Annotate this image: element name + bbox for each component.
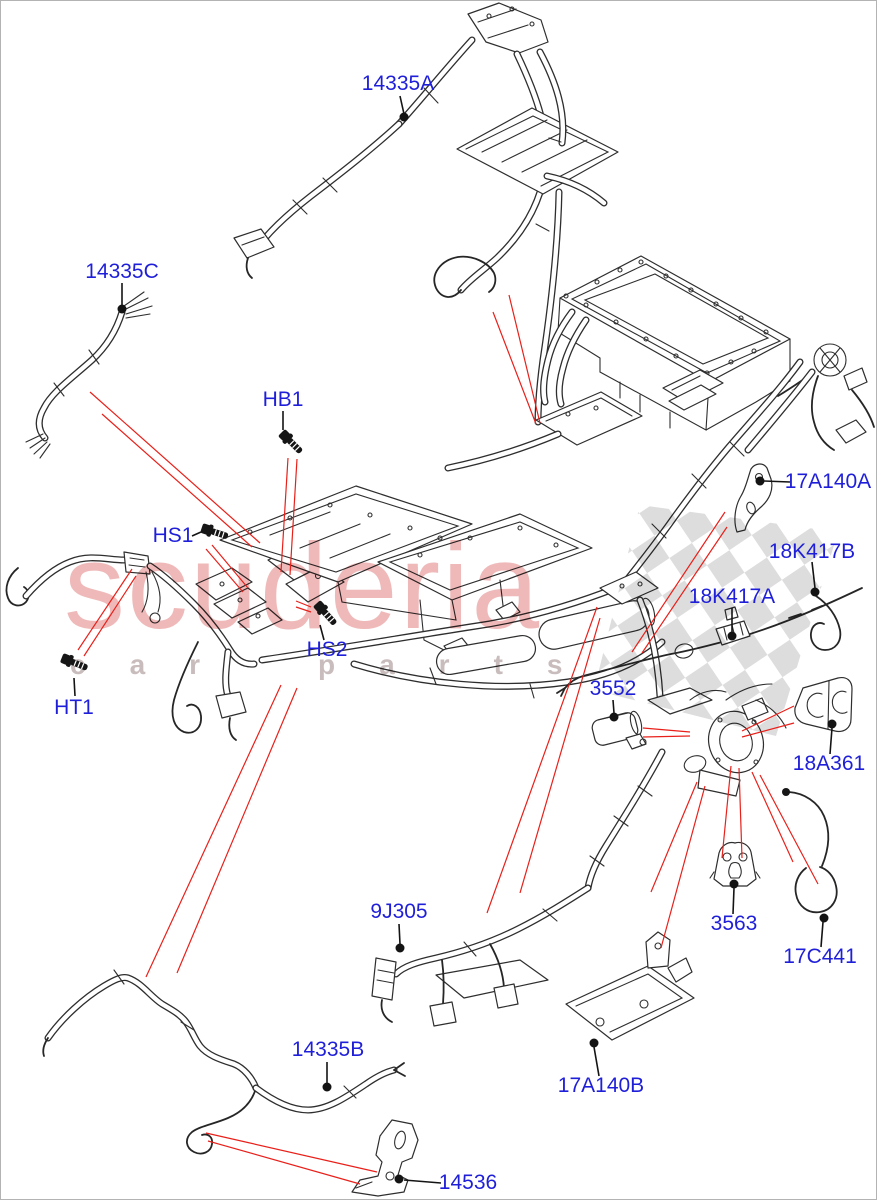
callout-line [519,617,601,894]
harness-14335a [233,2,619,426]
part-label-18K417B[interactable]: 18K417B [769,540,855,563]
callout-line [207,1140,361,1185]
callout-line [145,684,282,978]
callout-line [660,785,706,949]
callout-line [205,548,244,593]
callout-dot-3552 [609,712,619,722]
callout-line [738,767,743,859]
callout-line [492,311,537,425]
callout-line [741,722,795,738]
part-label-HS1[interactable]: HS1 [153,524,194,547]
part-label-17C441[interactable]: 17C441 [783,945,857,968]
callout-line [508,294,541,424]
harness-14335b [42,969,406,1155]
callout-line [89,391,261,544]
part-label-17A140B[interactable]: 17A140B [558,1074,644,1097]
callout-dot-17A140B [589,1038,599,1048]
watermark-tagline-word2: parts [318,649,606,680]
part-label-3552[interactable]: 3552 [590,677,637,700]
callout-line [631,511,726,653]
callout-line [211,544,249,589]
part-3563 [709,841,761,887]
callout-line [641,526,728,654]
part-3552 [591,710,647,750]
callout-line [486,606,598,914]
callout-line [759,774,819,885]
part-label-14335C[interactable]: 14335C [85,260,159,283]
callout-dot-17A140A [755,476,765,486]
watermark: scuderia car parts [64,505,838,736]
leader-line-3563 [732,887,735,915]
leader-line-14335A [399,95,405,115]
part-label-14335A[interactable]: 14335A [362,72,434,95]
callout-dot-14335B [322,1082,332,1092]
leader-line-17A140A [763,480,791,483]
callout-line [295,600,312,608]
part-label-14335B[interactable]: 14335B [292,1038,364,1061]
watermark-tagline-word1: car [70,649,244,680]
part-label-HT1[interactable]: HT1 [54,696,94,719]
wire-18k417b [810,595,842,651]
part-label-9J305[interactable]: 9J305 [370,900,427,923]
part-label-HB1[interactable]: HB1 [263,388,304,411]
leader-lines-layer [73,95,837,1184]
bolt-HB1 [276,427,306,457]
callout-dot-17C441 [819,913,829,923]
callout-dot-14335C [117,304,127,314]
callout-line [83,575,137,657]
part-18a361 [794,676,853,733]
leader-line-17C441 [820,921,824,948]
part-label-3563[interactable]: 3563 [711,912,758,935]
callout-line [77,568,133,651]
callout-dot-18A361 [827,719,837,729]
callout-line [751,771,794,863]
bracket-17a140b [565,931,695,1041]
bracket-14536 [351,1119,419,1197]
callout-line [642,735,691,738]
callout-line [295,606,312,613]
leader-line-9J305 [398,923,401,945]
leader-line-HS1 [191,531,202,537]
callout-line [642,727,691,733]
callout-line [721,765,732,859]
callout-line [289,458,298,576]
callout-line [101,413,253,548]
callout-lines-layer [77,294,819,1185]
part-label-18K417A[interactable]: 18K417A [689,585,775,608]
callout-line [741,705,795,732]
callout-line [650,781,698,893]
callout-dot-18K417B [810,587,820,597]
leader-line-18A361 [829,727,833,755]
part-label-17A140A[interactable]: 17A140A [785,470,871,493]
leader-line-HS2 [319,624,325,641]
callout-line [176,687,298,974]
part-label-14536[interactable]: 14536 [439,1171,497,1194]
part-label-18A361[interactable]: 18A361 [793,752,865,775]
callout-dot-9J305 [395,943,405,953]
battery-unit [444,255,875,590]
harness-14335c [25,291,153,459]
leader-line-18K417B [811,561,816,589]
wire-17c441 [782,788,838,914]
leader-line-3552 [612,699,615,714]
callout-dot-3563 [729,879,739,889]
checkered-flag-watermark [594,505,838,736]
harness-9j305 [371,884,592,1027]
callout-dot-18K417A [727,631,737,641]
callout-line [280,457,289,573]
leader-line-14536 [403,1179,442,1184]
leader-line-17A140B [593,1046,600,1077]
watermark-brand-text: scuderia [64,518,541,654]
callout-dot-14335A [399,112,409,122]
leader-line-HT1 [73,677,76,697]
callout-dot-14536 [394,1174,404,1184]
part-label-HS2[interactable]: HS2 [307,638,348,661]
callout-line [205,1132,378,1173]
